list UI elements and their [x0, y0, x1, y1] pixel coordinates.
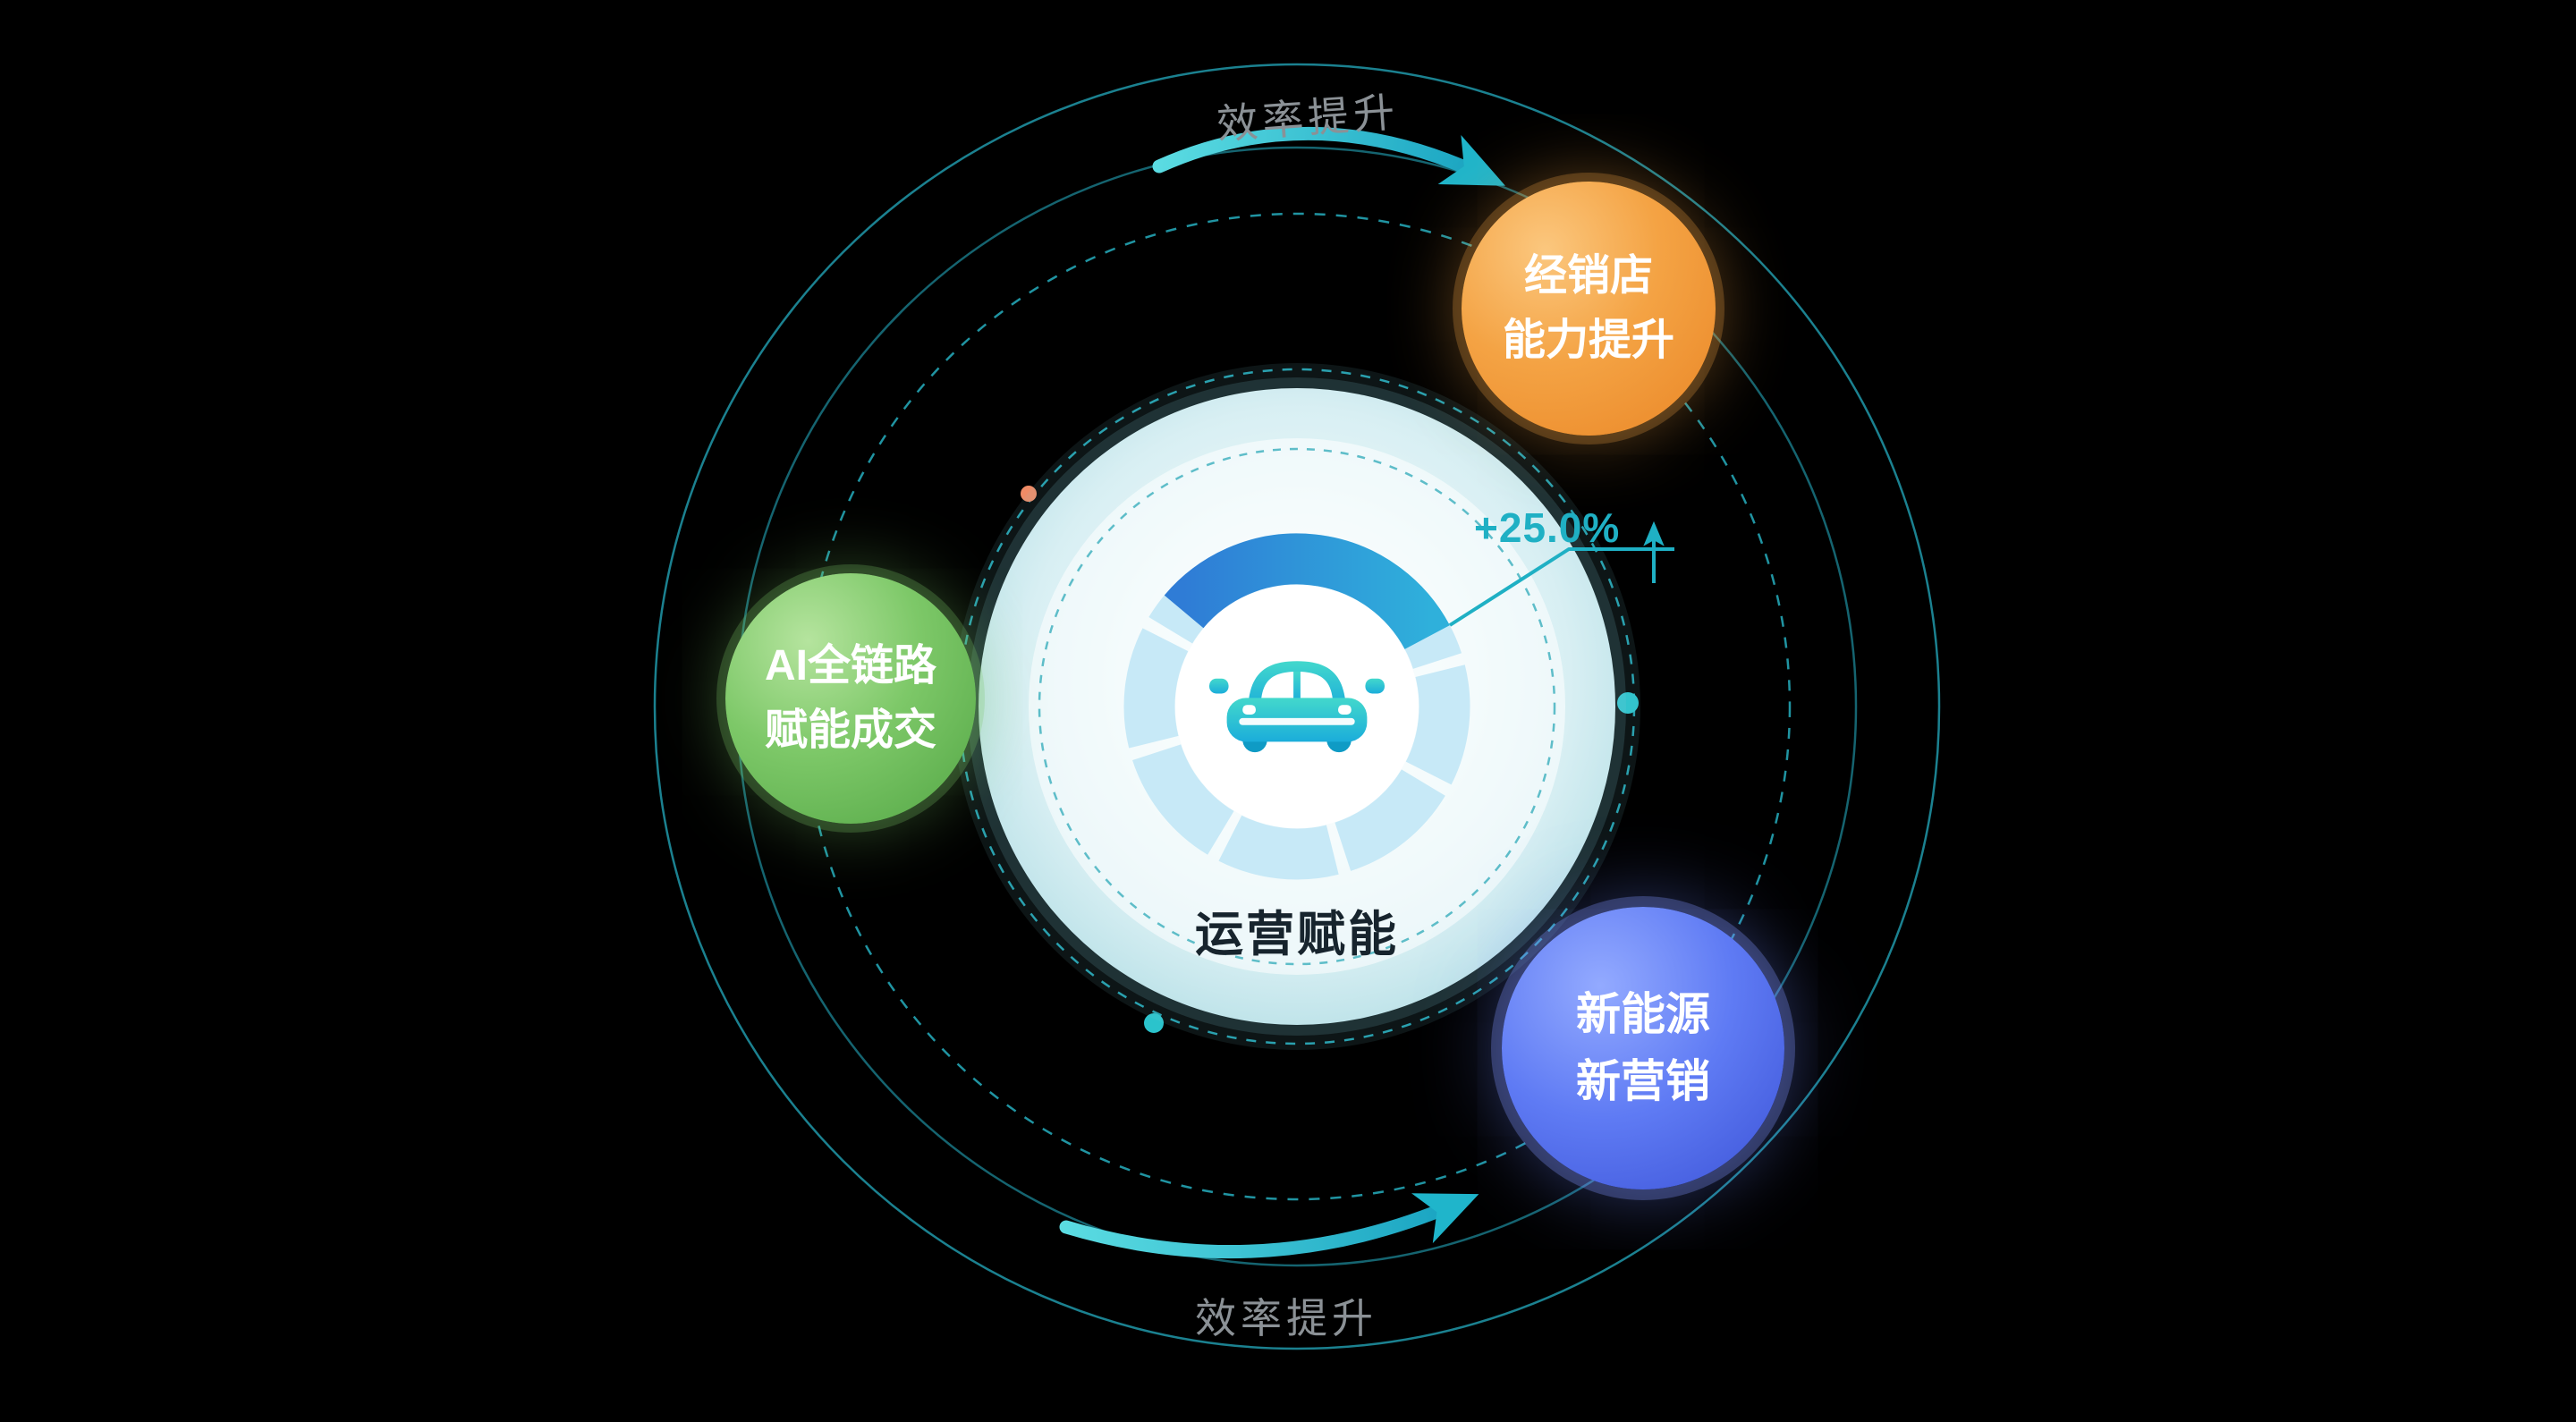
metric-callout-line: [1448, 547, 1674, 627]
orbit-dot-teal-bottom: [1144, 1013, 1164, 1033]
nev-bubble-line2: 新营销: [1576, 1056, 1710, 1106]
ai-bubble-line2: 赋能成交: [764, 707, 936, 754]
dealer-bubble-line1: 经销店: [1523, 252, 1653, 300]
nev-marketing-bubble: 新能源 新营销: [1502, 907, 1784, 1189]
efficiency-label-bottom: 效率提升: [1195, 1295, 1377, 1342]
car-headlight-right: [1338, 705, 1352, 715]
clockwise-arrow-top: [1152, 126, 1506, 186]
orbit-ring-outer: [653, 63, 1941, 1350]
car-mirror-left: [1209, 678, 1229, 694]
car-mirror-right: [1365, 678, 1385, 694]
hub-dashed-ring: [1038, 447, 1556, 966]
dealer-bubble-line2: 能力提升: [1502, 317, 1674, 364]
gauge-track: [1123, 533, 1470, 880]
car-headlight-left: [1242, 705, 1256, 715]
car-windshield-divider: [1293, 671, 1301, 702]
dealer-capability-bubble: 经销店 能力提升: [1462, 182, 1716, 436]
car-bumper-line: [1239, 717, 1355, 725]
central-hub: [953, 363, 1640, 1050]
clockwise-arrow-bottom: [1059, 1193, 1479, 1259]
nev-bubble-line1: 新能源: [1576, 989, 1710, 1039]
car-icon: [1209, 661, 1385, 753]
orbit-dot-teal-right: [1617, 692, 1639, 714]
ai-fullchain-bubble: AI全链路 赋能成交: [725, 573, 976, 824]
ai-bubble-line1: AI全链路: [764, 642, 936, 690]
hub-title: 运营赋能: [1195, 908, 1399, 961]
gauge-progress-arc: [1164, 533, 1450, 650]
orbit-dot-orange-left: [1021, 486, 1037, 502]
metric-value: +25.0%: [1474, 504, 1621, 551]
